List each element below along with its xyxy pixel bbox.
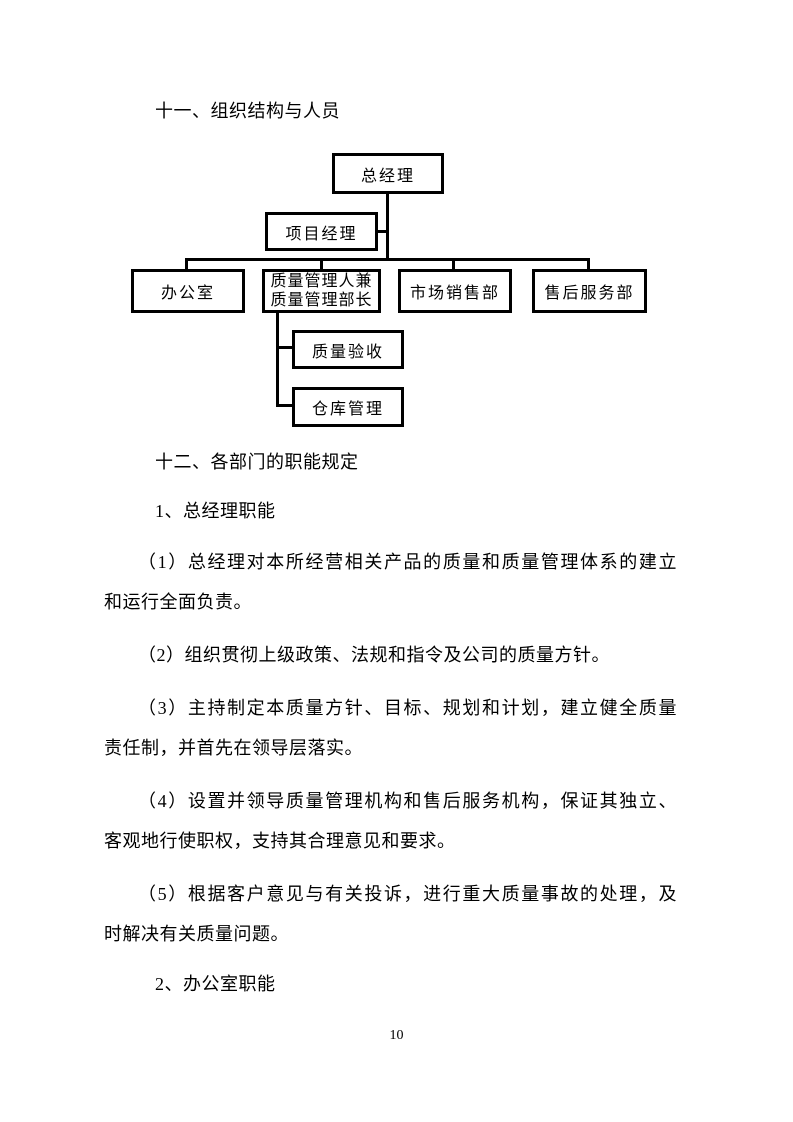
paragraph-line: （4）设置并领导质量管理机构和售后服务机构，保证其独立、 bbox=[138, 791, 677, 811]
org-node-label: 市场销售部 bbox=[409, 285, 500, 302]
paragraph-line: 责任制，并首先在领导层落实。 bbox=[104, 738, 363, 758]
org-node-general-manager: 总经理 bbox=[332, 153, 444, 194]
connector-warehouse-stub bbox=[276, 404, 292, 407]
subheading-gm-duties: 1、总经理职能 bbox=[155, 501, 276, 521]
org-node-after-sales-service: 售后服务部 bbox=[532, 269, 647, 313]
paragraph-line: 和运行全面负责。 bbox=[104, 592, 252, 612]
section-heading-12: 十二、各部门的职能规定 bbox=[155, 452, 359, 472]
org-node-label: 仓库管理 bbox=[311, 401, 384, 418]
connector-drop-service bbox=[587, 258, 590, 270]
paragraph-4: （4）设置并领导质量管理机构和售后服务机构，保证其独立、 客观地行使职权，支持其… bbox=[104, 781, 677, 861]
connector-quality-vertical bbox=[276, 312, 279, 407]
connector-ceo-vertical bbox=[386, 194, 389, 261]
org-node-office: 办公室 bbox=[131, 269, 245, 313]
org-node-quality-acceptance: 质量验收 bbox=[292, 330, 404, 369]
org-node-label-line1: 质量管理人兼 bbox=[270, 273, 373, 290]
org-node-label: 办公室 bbox=[160, 285, 215, 302]
connector-acceptance-stub bbox=[276, 346, 292, 349]
connector-drop-office bbox=[185, 258, 188, 270]
org-node-quality-manager: 质量管理人兼 质量管理部长 bbox=[262, 269, 381, 313]
org-node-label: 售后服务部 bbox=[544, 285, 635, 302]
org-node-label-line2: 质量管理部长 bbox=[270, 292, 373, 309]
section-heading-11: 十一、组织结构与人员 bbox=[155, 101, 340, 121]
org-node-marketing-sales: 市场销售部 bbox=[398, 269, 512, 313]
connector-drop-sales bbox=[452, 258, 455, 270]
paragraph-2: （2）组织贯彻上级政策、法规和指令及公司的质量方针。 bbox=[104, 635, 677, 675]
subheading-office-duties: 2、办公室职能 bbox=[155, 974, 276, 994]
paragraph-line: （1）总经理对本所经营相关产品的质量和质量管理体系的建立 bbox=[138, 552, 677, 572]
org-node-label: 总经理 bbox=[360, 167, 415, 185]
paragraph-line: 时解决有关质量问题。 bbox=[104, 924, 289, 944]
org-chart: 总经理 项目经理 办公室 质量管理人兼 质量管理部长 市场销售部 售后服务部 质… bbox=[0, 0, 793, 440]
paragraph-line: （2）组织贯彻上级政策、法规和指令及公司的质量方针。 bbox=[138, 645, 610, 665]
paragraph-line: （5）根据客户意见与有关投诉，进行重大质量事故的处理，及 bbox=[138, 884, 677, 904]
org-node-label: 质量验收 bbox=[311, 343, 384, 361]
paragraph-3: （3）主持制定本质量方针、目标、规划和计划，建立健全质量 责任制，并首先在领导层… bbox=[104, 688, 677, 768]
page-number: 10 bbox=[389, 1028, 404, 1043]
connector-drop-quality bbox=[320, 258, 323, 270]
paragraph-line: （3）主持制定本质量方针、目标、规划和计划，建立健全质量 bbox=[138, 698, 677, 718]
paragraph-line: 客观地行使职权，支持其合理意见和要求。 bbox=[104, 831, 456, 851]
org-node-project-manager: 项目经理 bbox=[265, 212, 378, 251]
org-node-label: 项目经理 bbox=[285, 225, 358, 243]
paragraph-1: （1）总经理对本所经营相关产品的质量和质量管理体系的建立 和运行全面负责。 bbox=[104, 542, 677, 622]
connector-horizontal bbox=[185, 258, 590, 261]
connector-pm-stub bbox=[378, 230, 387, 233]
org-node-warehouse-management: 仓库管理 bbox=[292, 387, 404, 427]
paragraph-5: （5）根据客户意见与有关投诉，进行重大质量事故的处理，及 时解决有关质量问题。 bbox=[104, 874, 677, 954]
